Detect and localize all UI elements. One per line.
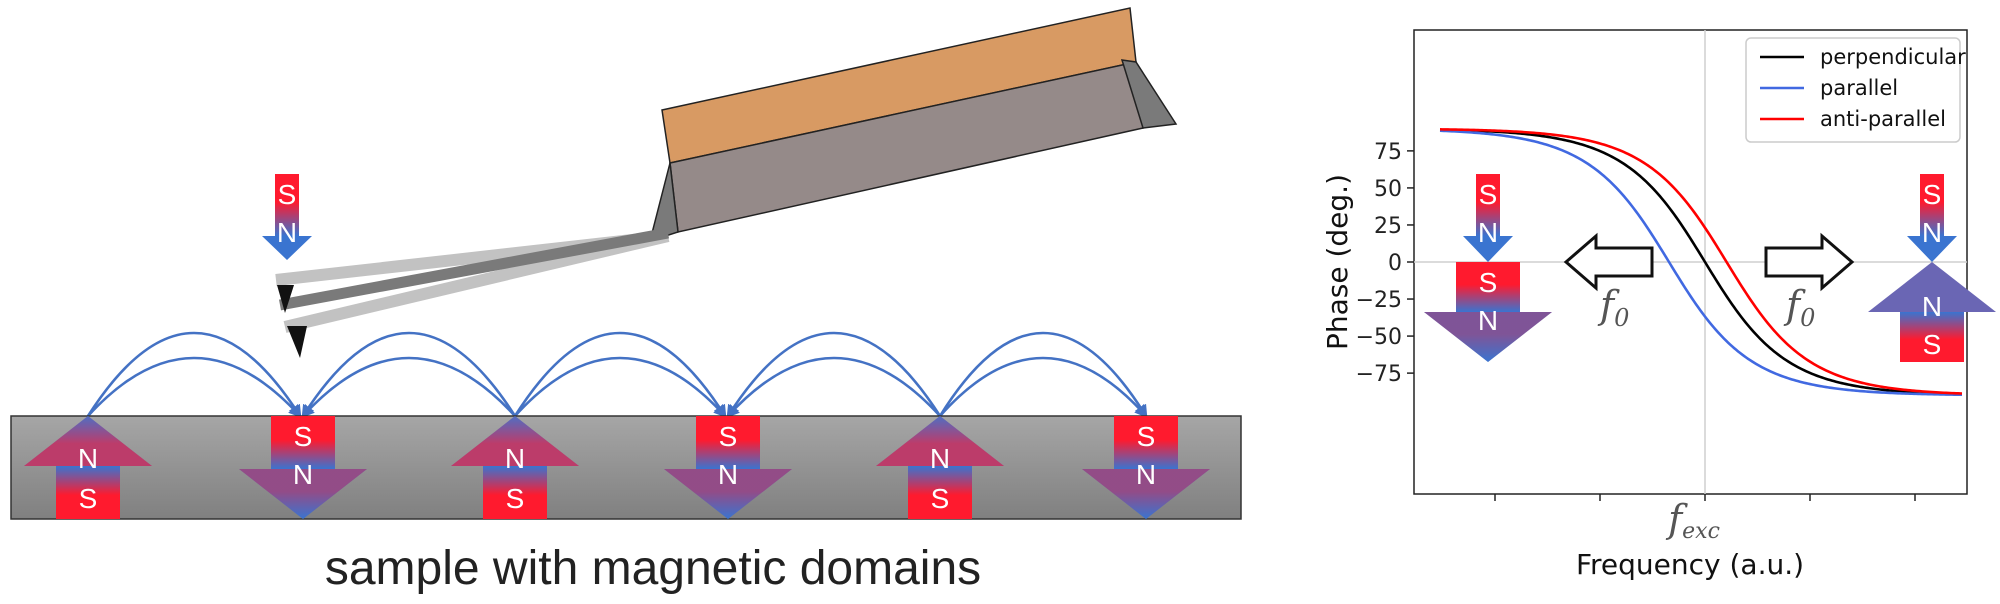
shift-left-arrow: [1563, 232, 1654, 292]
curve-parallel: [1439, 129, 1963, 397]
y-ticks: 75 50 25 0 −25 −50 −75: [1356, 140, 1414, 387]
cantilever-beams: [275, 227, 670, 333]
y-axis-title: Phase (deg.): [1321, 174, 1354, 350]
domain-n-label: N: [930, 443, 950, 474]
shift-right-arrow: [1764, 232, 1855, 292]
domain-down-6: SN: [1082, 416, 1210, 519]
y-tick-label: 0: [1388, 251, 1402, 276]
legend-label-perpendicular: perpendicular: [1820, 45, 1966, 69]
shift-left-label-sub: 0: [1614, 304, 1629, 332]
domain-n-label: N: [1136, 459, 1156, 490]
sample-slab: [10, 415, 1242, 520]
x-ticks: [1494, 494, 1916, 501]
inset-left-top-n: N: [1478, 217, 1498, 248]
tip-magnet-n-label: N: [277, 217, 297, 248]
domain-down-4: SN: [664, 416, 792, 519]
legend-label-anti-parallel: anti-parallel: [1820, 107, 1946, 131]
legend: perpendicular parallel anti-parallel: [1745, 37, 1966, 143]
y-tick-label: −25: [1356, 288, 1402, 313]
shift-right-label-sub: 0: [1800, 304, 1815, 332]
inset-magnet-right: S N N S: [1868, 174, 1996, 362]
domain-s-label: S: [719, 421, 738, 452]
y-tick-label: −75: [1356, 362, 1402, 387]
inset-left-top-s: S: [1479, 179, 1498, 210]
domain-n-label: N: [718, 459, 738, 490]
domain-up-5: NS: [876, 416, 1004, 519]
inset-left-bottom-s: S: [1479, 267, 1498, 298]
curve-perpendicular: [1439, 128, 1963, 396]
domain-s-label: S: [79, 483, 98, 514]
tip-magnet: S N: [262, 174, 312, 260]
inset-left-bottom-n: N: [1478, 305, 1498, 336]
x-axis-title: Frequency (a.u.): [1576, 548, 1804, 581]
domain-down-2: SN: [239, 416, 367, 519]
inset-right-bottom-n: N: [1922, 291, 1942, 322]
domain-s-label: S: [1137, 421, 1156, 452]
inset-right-top-n: N: [1922, 217, 1942, 248]
domain-n-label: N: [505, 443, 525, 474]
fexc-tick-sub: exc: [1682, 519, 1720, 544]
domain-s-label: S: [506, 483, 525, 514]
domain-up-3: NS: [451, 416, 579, 519]
legend-label-parallel: parallel: [1820, 76, 1898, 100]
domain-s-label: S: [931, 483, 950, 514]
cantilever-chip: [648, 7, 1178, 243]
domain-n-label: N: [293, 459, 313, 490]
tip-magnet-s-label: S: [278, 179, 297, 210]
y-tick-label: −50: [1356, 325, 1402, 350]
y-tick-label: 50: [1374, 177, 1402, 202]
domain-s-label: S: [294, 421, 313, 452]
phase-curves: [1439, 128, 1963, 397]
sample-caption: sample with magnetic domains: [325, 542, 981, 595]
domain-up-1: NS: [24, 416, 152, 519]
y-tick-label: 75: [1374, 140, 1402, 165]
inset-right-top-s: S: [1923, 179, 1942, 210]
y-tick-label: 25: [1374, 214, 1402, 239]
fexc-tick-label: fexc: [1665, 497, 1720, 544]
domain-n-label: N: [78, 443, 98, 474]
field-lines: [86, 331, 1148, 419]
inset-right-bottom-s: S: [1923, 329, 1942, 360]
curve-anti-parallel: [1439, 128, 1963, 395]
phase-chart: 75 50 25 0 −25 −50 −75 S N S N S N N S: [1321, 29, 1996, 581]
inset-magnet-left: S N S N: [1424, 174, 1552, 362]
probe-tip: [277, 285, 307, 358]
